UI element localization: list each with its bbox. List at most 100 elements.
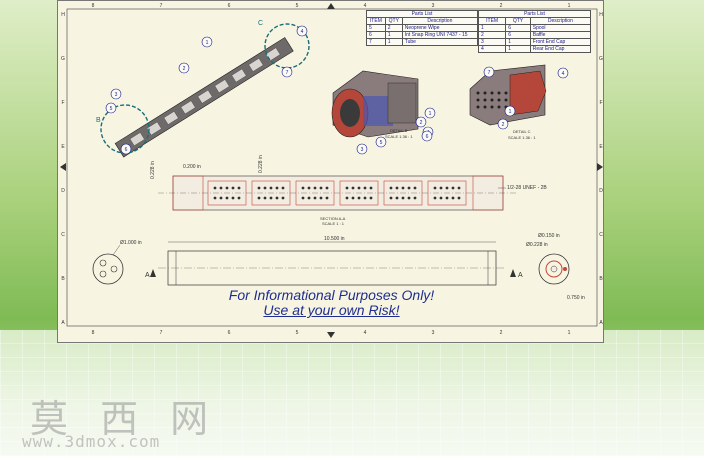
- detail-c-view: DETAIL C SCALE 1.36 : 1: [469, 64, 547, 140]
- iso-slot: [163, 111, 179, 125]
- balloon: [415, 116, 427, 128]
- balloon-label: 2: [183, 66, 186, 72]
- border-col-label: 1: [568, 330, 571, 336]
- header-description: Description: [529, 17, 592, 25]
- border-row-label: D: [599, 188, 603, 194]
- iso-tube-slots: [129, 47, 281, 146]
- dim-0200: 0.200 in: [183, 164, 201, 170]
- section-a-a-view: SECTION A-A SCALE 1 : 1 0.200 in 1/2-28 …: [150, 155, 547, 226]
- balloon-label: 2: [420, 120, 423, 126]
- dim-bottom: 0.750 in: [567, 295, 585, 301]
- border-col-label: 8: [92, 3, 95, 9]
- balloon: [120, 143, 132, 155]
- border-col-label: 3: [432, 330, 435, 336]
- balloon: [497, 118, 509, 130]
- border-col-label: 4: [364, 3, 367, 9]
- header-qty: QTY: [384, 17, 403, 25]
- disclaimer-line-2: Use at your own Risk!: [263, 302, 400, 318]
- header-item: ITEM: [477, 17, 507, 25]
- border-row-label: H: [599, 12, 603, 18]
- balloon-label: 1: [429, 111, 432, 117]
- dim-diameter: Ø1.000 in: [120, 240, 142, 246]
- watermark-chinese: 莫 西 网: [30, 397, 219, 441]
- header-item: ITEM: [366, 17, 386, 25]
- end-view-right: Ø0.150 in Ø0.228 in 0.750 in: [526, 233, 585, 301]
- dim-0228-mid: 0.228 in: [258, 155, 264, 173]
- border-row-label: B: [61, 276, 65, 282]
- balloon-label: 2: [502, 122, 505, 128]
- right-center-mark: [597, 163, 603, 171]
- border-row-label: A: [61, 320, 65, 326]
- balloon: [201, 36, 213, 48]
- border-row-label: B: [599, 276, 603, 282]
- iso-slot: [129, 132, 145, 146]
- parts-list-right-title: Parts List: [478, 10, 591, 18]
- left-center-mark: [60, 163, 66, 171]
- section-marker-a-right: A: [518, 272, 523, 279]
- balloon-label: 1: [206, 40, 209, 46]
- balloon-label: 5: [380, 140, 383, 146]
- iso-slot: [197, 89, 213, 104]
- dim-length: 10.500 in: [324, 236, 345, 242]
- border-col-label: 5: [296, 3, 299, 9]
- balloon-label: 6: [125, 147, 128, 153]
- iso-slot: [180, 100, 196, 115]
- balloon: [296, 25, 308, 37]
- detail-b-scale: SCALE 1.36 : 1: [385, 134, 413, 139]
- balloon-label: 4: [562, 71, 565, 77]
- dim-0228-left: 0.228 in: [150, 161, 156, 179]
- balloon: [105, 102, 117, 114]
- balloon: [424, 107, 436, 119]
- marker-c: C: [258, 20, 263, 27]
- balloon-label: 3: [115, 92, 118, 98]
- balloon-label: 5: [110, 106, 113, 112]
- balloon-label: 6: [426, 134, 429, 140]
- iso-slot: [248, 58, 264, 72]
- side-view: 10.500 in A A: [145, 236, 523, 286]
- balloon-label: 3: [361, 147, 364, 153]
- dim-small2: Ø0.228 in: [526, 242, 548, 248]
- balloon: [504, 105, 516, 117]
- parts-list-left-title: Parts List: [366, 10, 478, 18]
- header-qty: QTY: [505, 17, 531, 25]
- detail-b-view: DETAIL B SCALE 1.36 : 1: [331, 70, 419, 139]
- balloon: [356, 143, 368, 155]
- top-center-mark: [327, 3, 335, 9]
- header-description: Description: [401, 17, 479, 25]
- balloon: [421, 130, 433, 142]
- border-col-label: 2: [500, 330, 503, 336]
- dim-thread: 1/2-28 UNEF - 2B: [507, 185, 547, 191]
- border-col-label: 1: [568, 3, 571, 9]
- balloon-label: 1: [509, 109, 512, 115]
- border-col-label: 7: [160, 3, 163, 9]
- section-label: SECTION A-A: [320, 216, 346, 221]
- border-col-label: 3: [432, 3, 435, 9]
- balloon: [178, 62, 190, 74]
- balloon: [557, 67, 569, 79]
- balloon-label: 4: [301, 29, 304, 35]
- border-row-label: F: [61, 100, 64, 106]
- detail-c-scale: SCALE 1.36 : 1: [508, 135, 536, 140]
- border-row-label: D: [61, 188, 65, 194]
- detail-c-label: DETAIL C: [513, 129, 531, 134]
- iso-tube-view: [114, 37, 294, 158]
- border-col-label: 6: [228, 3, 231, 9]
- border-row-label: G: [61, 56, 65, 62]
- border-row-label: C: [599, 232, 603, 238]
- border-row-label: E: [61, 144, 65, 150]
- border-row-label: G: [599, 56, 603, 62]
- border-col-label: 4: [364, 330, 367, 336]
